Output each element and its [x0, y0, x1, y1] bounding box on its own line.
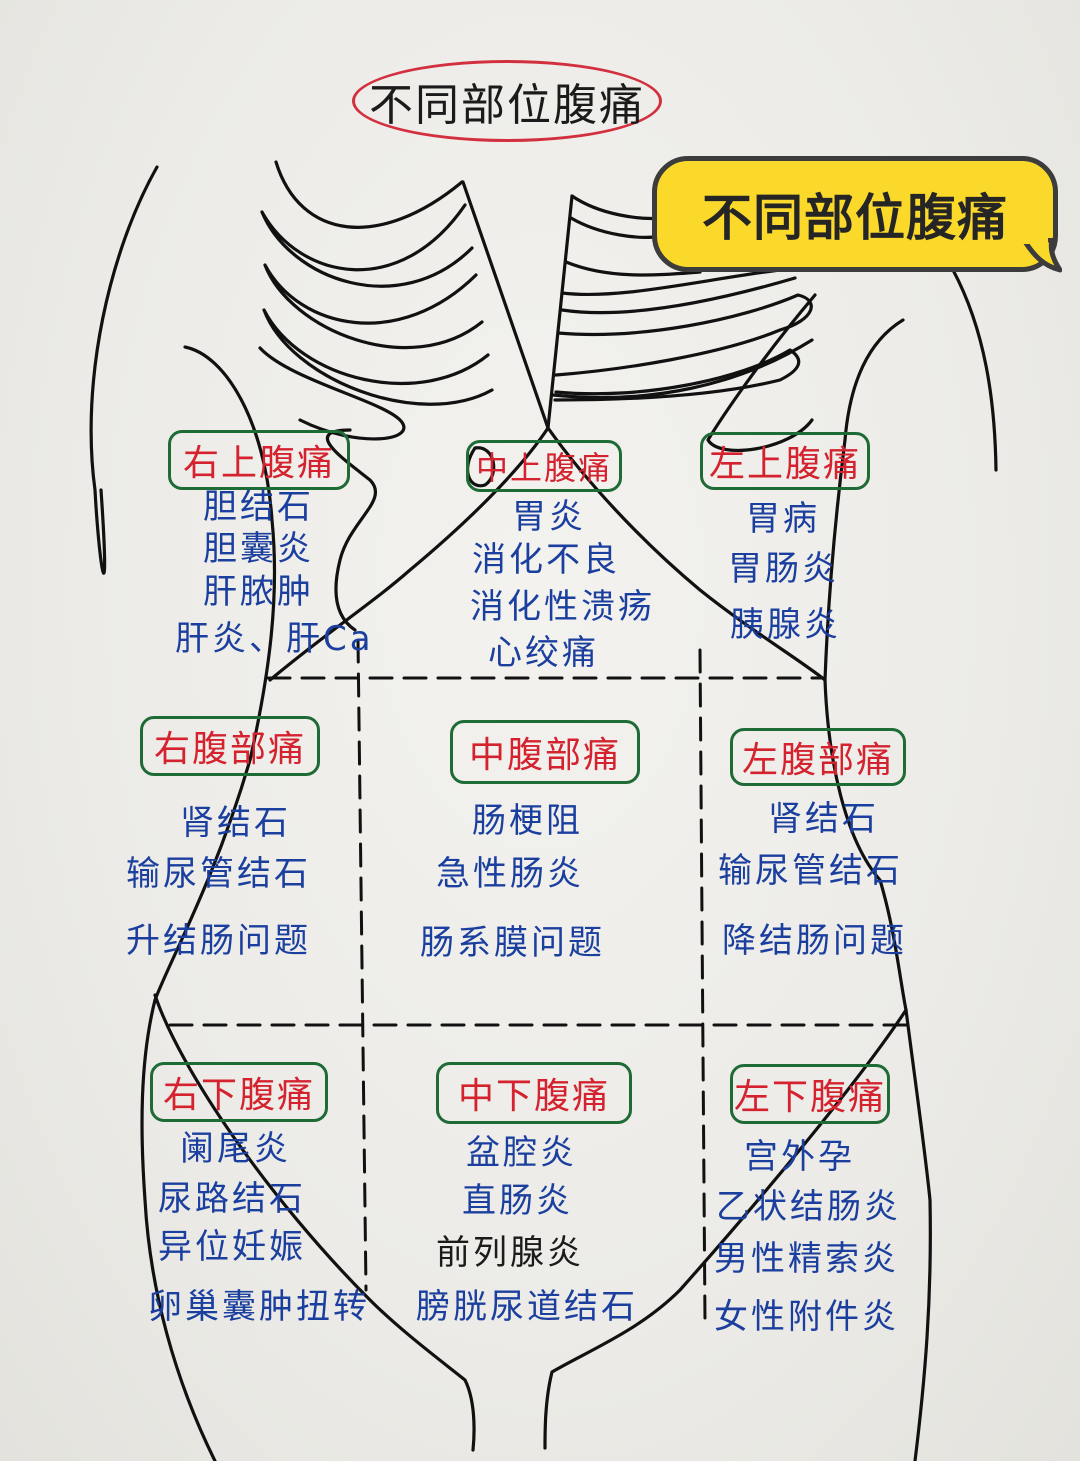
condition-item: 前列腺炎	[436, 1233, 584, 1273]
condition-item: 男性精索炎	[714, 1239, 899, 1279]
right-rib-3	[564, 260, 702, 277]
right-costal-margin	[268, 426, 550, 682]
condition-item: 盆腔炎	[466, 1133, 577, 1173]
grid-line-vertical-right	[698, 648, 707, 1324]
left-costal-margin	[546, 426, 827, 682]
right-rib-4	[560, 268, 797, 315]
condition-item: 消化性溃疡	[470, 587, 655, 627]
banner-title: 不同部位腹痛	[702, 189, 1008, 247]
left-rib-2	[260, 203, 474, 288]
condition-item: 异位妊娠	[158, 1227, 306, 1267]
left-rib-1	[274, 160, 464, 229]
region-label-middle-upper: 中上腹痛	[466, 440, 622, 492]
right-rib-7	[551, 338, 814, 400]
right-rib-6	[553, 348, 801, 402]
condition-item: 消化不良	[472, 540, 620, 580]
condition-item: 膀胱尿道结石	[416, 1287, 638, 1327]
condition-item: 肾结石	[768, 799, 879, 839]
condition-item: 卵巢囊肿扭转	[148, 1287, 370, 1327]
region-label-left-upper: 左上腹痛	[700, 432, 870, 490]
condition-item: 肝炎、肝Ca	[175, 619, 374, 659]
title-oval: 不同部位腹痛	[352, 60, 662, 142]
region-label-middle-lower: 中下腹痛	[436, 1062, 632, 1124]
banner-speech-bubble: 不同部位腹痛	[652, 156, 1058, 272]
condition-item: 胃肠炎	[728, 549, 839, 589]
left-rib-5	[258, 346, 406, 441]
condition-item: 胆囊炎	[203, 529, 314, 569]
condition-item: 急性肠炎	[436, 854, 584, 894]
condition-item: 肠系膜问题	[420, 923, 605, 963]
sternum-right-edge	[546, 194, 574, 430]
condition-item: 升结肠问题	[126, 921, 311, 961]
left-rib-4	[262, 308, 494, 406]
left-torso-line	[140, 345, 277, 1461]
condition-item: 乙状结肠炎	[716, 1187, 901, 1227]
grid-line-vertical-left	[356, 638, 368, 1292]
condition-item: 胃病	[746, 499, 820, 539]
region-label-left-lower: 左下腹痛	[730, 1064, 890, 1124]
condition-item: 降结肠问题	[722, 921, 907, 961]
speech-bubble-tail-icon	[1022, 238, 1062, 273]
condition-item: 胰腺炎	[730, 605, 841, 645]
left-lower-rib-loop	[325, 428, 378, 632]
region-label-right-lower: 右下腹痛	[150, 1062, 328, 1122]
condition-item: 输尿管结石	[718, 851, 903, 891]
region-label-middle-middle: 中腹部痛	[450, 720, 640, 784]
right-rib-5	[554, 293, 813, 377]
condition-item: 胃炎	[512, 497, 586, 537]
condition-item: 直肠炎	[462, 1181, 573, 1221]
condition-item: 心绞痛	[488, 633, 599, 673]
region-label-left-middle: 左腹部痛	[730, 728, 906, 786]
left-arm-outline	[89, 165, 159, 575]
condition-item: 尿路结石	[158, 1179, 306, 1219]
right-rib-2	[569, 216, 664, 239]
region-label-right-middle: 右腹部痛	[140, 716, 320, 776]
condition-item: 阑尾炎	[180, 1129, 291, 1169]
right-inner-waist-curve	[543, 1008, 908, 1450]
condition-item: 肾结石	[180, 803, 291, 843]
condition-item: 肝脓肿	[203, 572, 314, 612]
condition-item: 胆结石	[203, 487, 314, 527]
left-rib-3	[263, 263, 484, 350]
left-inner-waist-curve	[153, 993, 476, 1452]
sternum-left-edge	[461, 180, 550, 430]
condition-item: 女性附件炎	[714, 1297, 899, 1337]
right-arm-outline	[951, 268, 998, 472]
right-rib-1	[570, 194, 664, 220]
condition-item: 输尿管结石	[126, 854, 311, 894]
page-title: 不同部位腹痛	[369, 80, 645, 131]
region-label-right-upper: 右上腹痛	[168, 430, 350, 490]
condition-item: 宫外孕	[744, 1137, 855, 1177]
condition-item: 肠梗阻	[472, 801, 583, 841]
right-torso-line	[823, 318, 932, 1461]
